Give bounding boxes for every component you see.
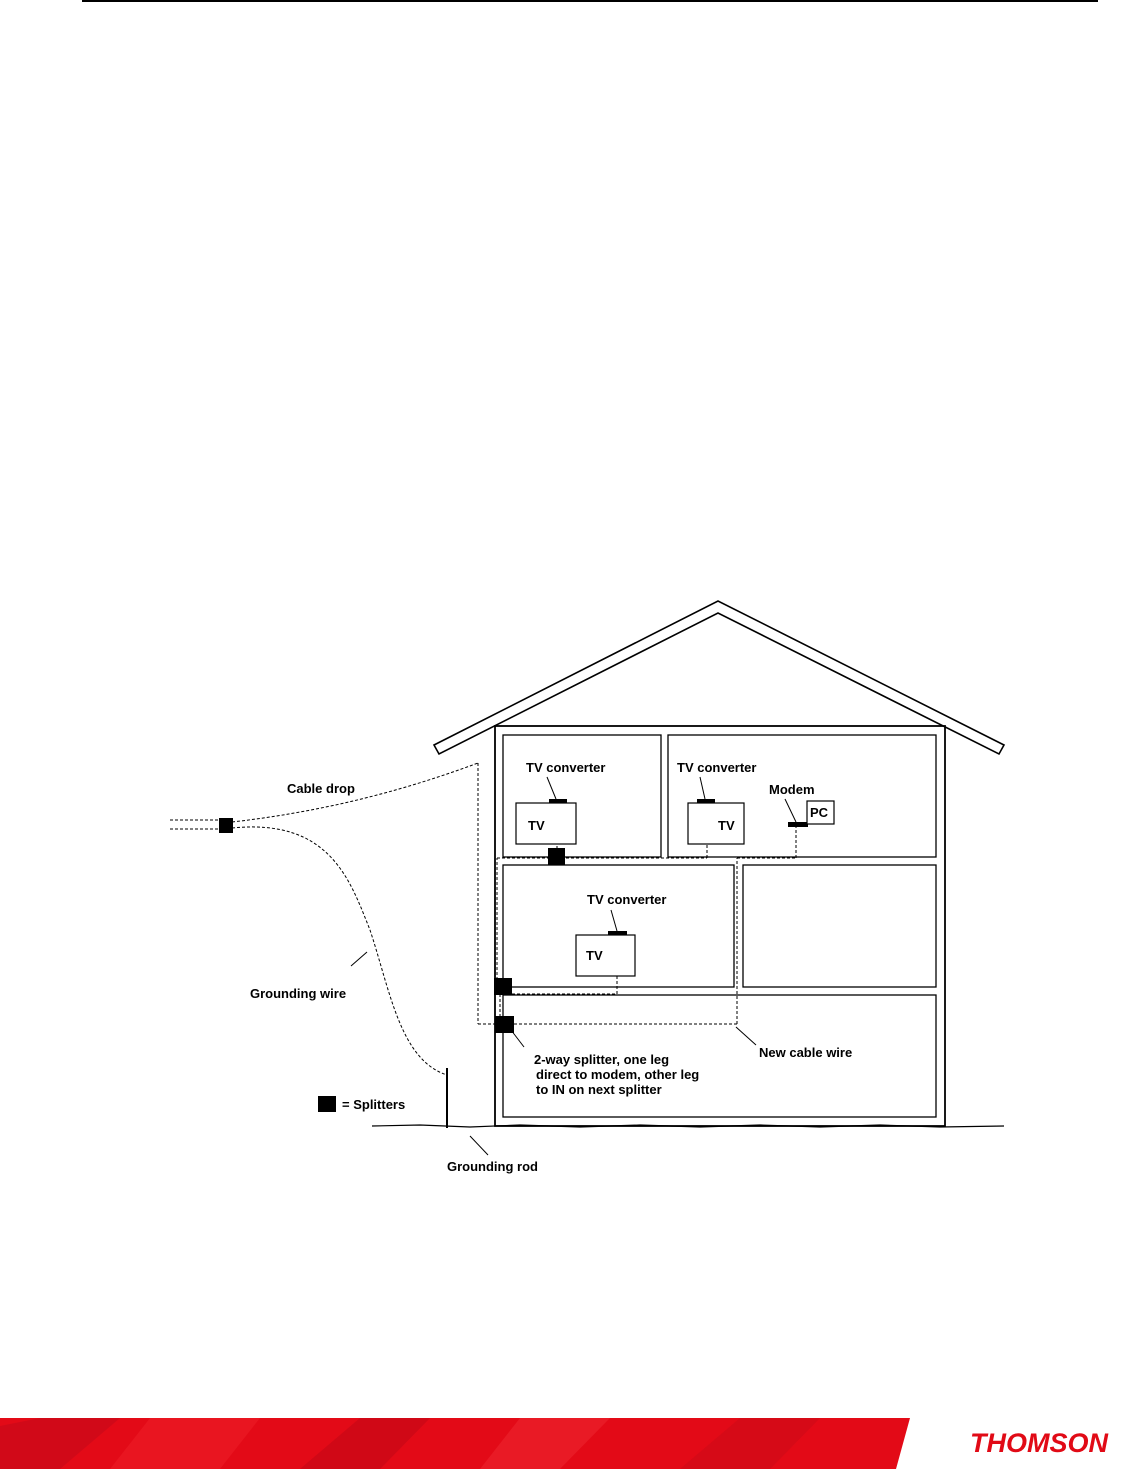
tv-converter-label-3: TV converter <box>587 892 666 907</box>
splitter-note-line-2: direct to modem, other leg <box>536 1067 699 1082</box>
splitter-middle <box>494 978 512 995</box>
tv-2 <box>687 802 745 845</box>
splitter-note-line-1: 2-way splitter, one leg <box>534 1052 669 1067</box>
roof <box>432 600 1006 756</box>
room-middle-left <box>502 864 735 988</box>
tv-converter-label-1: TV converter <box>526 760 605 775</box>
splitter-legend-swatch <box>318 1096 336 1112</box>
leader-lines <box>350 776 797 1156</box>
footer-band <box>0 1418 910 1469</box>
tv-converter-label-2: TV converter <box>677 760 756 775</box>
splitter-main <box>495 1016 514 1033</box>
splitter-top <box>548 848 565 865</box>
pc-label: PC <box>810 805 829 820</box>
header-rule <box>82 0 1098 2</box>
tv-converter-box-3 <box>608 931 627 936</box>
splitters-legend-label: = Splitters <box>342 1097 405 1112</box>
grounding-rod-label: Grounding rod <box>447 1159 538 1174</box>
splitter-note-line-3: to IN on next splitter <box>536 1082 662 1097</box>
modem-box <box>788 822 808 827</box>
tv-1 <box>515 802 577 845</box>
room-bottom <box>502 994 937 1118</box>
grounding-wire-label: Grounding wire <box>250 986 346 1001</box>
tv-3 <box>575 934 636 977</box>
grounding-wire-line <box>231 826 448 1076</box>
pc-box <box>806 800 835 825</box>
tv-converter-box-1 <box>549 799 567 804</box>
room-top-left <box>502 734 662 858</box>
tv-label-1: TV <box>528 818 545 833</box>
cable-drop-line <box>231 762 479 823</box>
thomson-logo: THOMSON <box>970 1428 1108 1458</box>
splitter-outdoor <box>219 818 233 833</box>
room-top-right <box>667 734 937 858</box>
tv-label-2: TV <box>718 818 735 833</box>
ground-line <box>371 1124 1005 1128</box>
room-middle-right <box>742 864 937 988</box>
cable-drop-label: Cable drop <box>287 781 355 796</box>
tv-label-3: TV <box>586 948 603 963</box>
new-cable-wire-label: New cable wire <box>759 1045 852 1060</box>
tv-converter-box-2 <box>697 799 715 804</box>
modem-label: Modem <box>769 782 815 797</box>
incoming-cable <box>170 819 220 830</box>
